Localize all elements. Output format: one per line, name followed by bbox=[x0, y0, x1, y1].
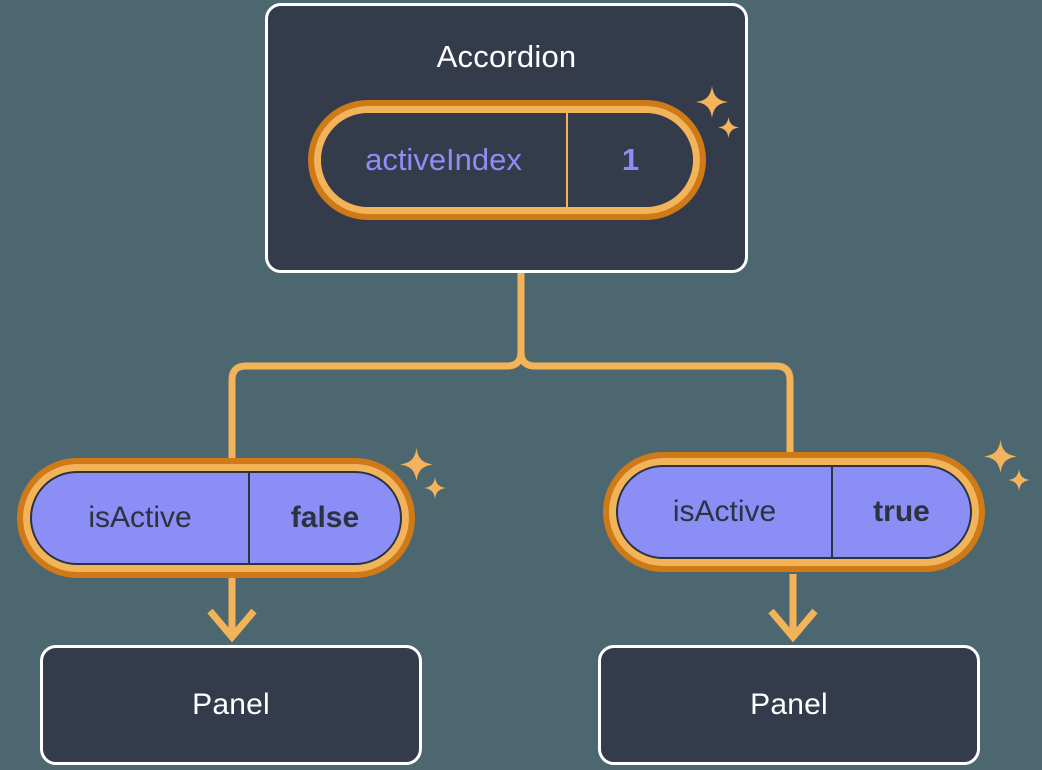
pill-outer-ring: isActive false bbox=[17, 458, 415, 578]
component-title-panel: Panel bbox=[750, 688, 828, 721]
prop-pill-is-active-false[interactable]: isActive false bbox=[17, 458, 415, 578]
sparkle-four-point-large-icon bbox=[400, 448, 433, 481]
state-key-label: activeIndex bbox=[321, 113, 568, 207]
pill-inner-ring: isActive true bbox=[609, 458, 979, 566]
prop-pill-is-active-true[interactable]: isActive true bbox=[603, 452, 985, 572]
pill-body: isActive true bbox=[616, 465, 972, 559]
pill-body: activeIndex 1 bbox=[321, 113, 693, 207]
component-node-panel-left[interactable]: Panel bbox=[40, 645, 422, 765]
sparkle-four-point-small-icon bbox=[1008, 469, 1030, 491]
prop-value-label: true bbox=[873, 495, 930, 528]
prop-value-label: false bbox=[290, 501, 360, 534]
sparkle-four-point-small-icon bbox=[424, 477, 446, 499]
pill-outer-ring: isActive true bbox=[603, 452, 985, 572]
component-title-panel: Panel bbox=[192, 688, 270, 721]
state-pill-active-index[interactable]: activeIndex 1 bbox=[308, 100, 706, 220]
pill-body: isActive false bbox=[30, 471, 402, 565]
pill-inner-ring: activeIndex 1 bbox=[314, 106, 700, 214]
prop-key-label: isActive bbox=[32, 473, 250, 563]
component-title-accordion: Accordion bbox=[436, 39, 577, 74]
component-node-panel-right[interactable]: Panel bbox=[598, 645, 980, 765]
state-value-label: 1 bbox=[621, 142, 640, 177]
pill-inner-ring: isActive false bbox=[23, 464, 409, 572]
pill-outer-ring: activeIndex 1 bbox=[308, 100, 706, 220]
prop-key-label: isActive bbox=[618, 467, 833, 557]
sparkle-four-point-large-icon bbox=[984, 440, 1017, 473]
